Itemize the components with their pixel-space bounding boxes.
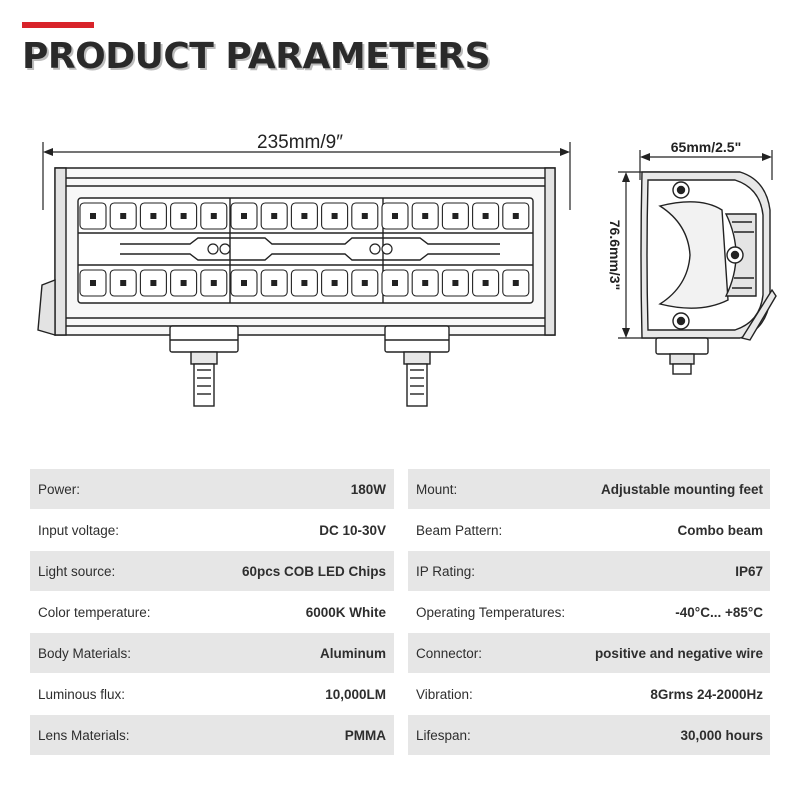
- led-chip-core: [452, 213, 459, 219]
- led-chip-core: [361, 280, 368, 286]
- led-chip-core: [90, 280, 96, 286]
- spec-label: Lens Materials:: [38, 727, 130, 743]
- height-dimension-label: 76.6mm/3": [607, 220, 623, 290]
- led-chip-core: [392, 280, 398, 286]
- led-chip-core: [422, 213, 429, 219]
- spec-row: Power: 180W Mount: Adjustable mounting feet: [30, 469, 770, 509]
- led-chip-core: [512, 213, 519, 219]
- led-chip-core: [331, 280, 338, 286]
- spec-cell-right: Beam Pattern: Combo beam: [408, 510, 770, 550]
- spec-value: -40°C... +85°C: [675, 604, 763, 620]
- spec-cell-right: Vibration: 8Grms 24-2000Hz: [408, 674, 770, 714]
- spec-row: Body Materials: Aluminum Connector: positiv…: [30, 633, 770, 673]
- spec-label: Mount:: [416, 481, 458, 497]
- led-chip-core: [482, 280, 489, 286]
- led-chip-core: [301, 213, 308, 219]
- length-dimension-label: 235mm/9″: [257, 132, 343, 153]
- led-chip-core: [452, 280, 459, 286]
- spec-value: 30,000 hours: [680, 727, 763, 743]
- led-chip-core: [210, 280, 217, 286]
- center-optics: [207, 243, 393, 255]
- spec-cell-left: Color temperature: 6000K White: [30, 592, 394, 632]
- product-dimension-drawing: 235mm/9″: [37, 132, 777, 407]
- mounting-foot-right: [384, 325, 450, 407]
- spec-cell-left: Light source: 60pcs COB LED Chips: [30, 551, 394, 591]
- spec-row: Input voltage: DC 10-30V Beam Pattern: Comb…: [30, 510, 770, 550]
- width-dimension-label: 65mm/2.5": [671, 139, 741, 155]
- led-chip-core: [392, 213, 398, 219]
- spec-row: Color temperature: 6000K White Operating T…: [30, 592, 770, 632]
- spec-cell-left: Power: 180W: [30, 469, 394, 509]
- spec-row: Luminous flux: 10,000LM Vibration: 8Grms 24…: [30, 674, 770, 714]
- spec-label: Vibration:: [416, 686, 473, 702]
- led-chip-core: [120, 280, 127, 286]
- led-chip-core: [301, 280, 308, 286]
- led-chip-core: [120, 213, 127, 219]
- spec-label: Luminous flux:: [38, 686, 126, 702]
- mounting-foot-left: [169, 325, 239, 407]
- led-chip-core: [90, 213, 96, 219]
- light-bar-front-view: [37, 167, 556, 336]
- led-chip-core: [512, 280, 519, 286]
- spec-label: Operating Temperatures:: [416, 604, 566, 620]
- led-chip-core: [361, 213, 368, 219]
- spec-value: 8Grms 24-2000Hz: [650, 686, 763, 702]
- led-chips-top-row: [79, 202, 530, 230]
- spec-value: PMMA: [344, 727, 386, 743]
- spec-label: IP Rating:: [416, 563, 476, 579]
- led-chip-core: [271, 213, 278, 219]
- spec-cell-left: Luminous flux: 10,000LM: [30, 674, 394, 714]
- spec-label: Beam Pattern:: [416, 522, 503, 538]
- spec-value: positive and negative wire: [594, 645, 763, 661]
- led-chip-core: [150, 213, 157, 219]
- led-chip-core: [210, 213, 217, 219]
- page-title: PRODUCT PARAMETERS: [22, 36, 491, 77]
- led-chip-core: [241, 213, 247, 219]
- spec-label: Lifespan:: [416, 727, 471, 743]
- spec-cell-right: Lifespan: 30,000 hours: [408, 715, 770, 755]
- led-chip-core: [241, 280, 247, 286]
- light-bar-side-view: [640, 171, 777, 375]
- spec-value: IP67: [735, 563, 763, 579]
- spec-cell-left: Lens Materials: PMMA: [30, 715, 394, 755]
- spec-value: DC 10-30V: [319, 522, 386, 538]
- spec-value: 180W: [350, 481, 386, 497]
- led-chip-core: [482, 213, 489, 219]
- spec-cell-right: Connector: positive and negative wire: [408, 633, 770, 673]
- led-chip-core: [271, 280, 278, 286]
- spec-row: Light source: 60pcs COB LED Chips IP Ratin…: [30, 551, 770, 591]
- spec-value: 60pcs COB LED Chips: [241, 563, 386, 579]
- led-chip-core: [180, 213, 187, 219]
- spec-value: Adjustable mounting feet: [601, 481, 763, 497]
- spec-row: Lens Materials: PMMA Lifespan: 30,000 hours: [30, 715, 770, 755]
- spec-cell-right: Mount: Adjustable mounting feet: [408, 469, 770, 509]
- spec-value: 10,000LM: [325, 686, 386, 702]
- spec-value: Aluminum: [320, 645, 386, 661]
- spec-value: Combo beam: [677, 522, 763, 538]
- spec-table: Power: 180W Mount: Adjustable mounting feet…: [30, 469, 770, 756]
- spec-label: Connector:: [416, 645, 483, 661]
- spec-label: Body Materials:: [38, 645, 132, 661]
- spec-cell-right: Operating Temperatures: -40°C... +85°C: [408, 592, 770, 632]
- title-accent-bar: [22, 22, 94, 28]
- spec-cell-left: Input voltage: DC 10-30V: [30, 510, 394, 550]
- spec-label: Input voltage:: [38, 522, 120, 538]
- spec-cell-right: IP Rating: IP67: [408, 551, 770, 591]
- spec-label: Color temperature:: [38, 604, 151, 620]
- led-chip-core: [331, 213, 338, 219]
- spec-cell-left: Body Materials: Aluminum: [30, 633, 394, 673]
- width-dimension: [639, 150, 773, 180]
- led-chip-core: [150, 280, 157, 286]
- spec-label: Light source:: [38, 563, 116, 579]
- length-dimension: [42, 142, 571, 210]
- led-chip-core: [180, 280, 187, 286]
- spec-value: 6000K White: [305, 604, 386, 620]
- spec-label: Power:: [38, 481, 81, 497]
- led-chips-bottom-row: [79, 269, 530, 297]
- led-chip-core: [422, 280, 429, 286]
